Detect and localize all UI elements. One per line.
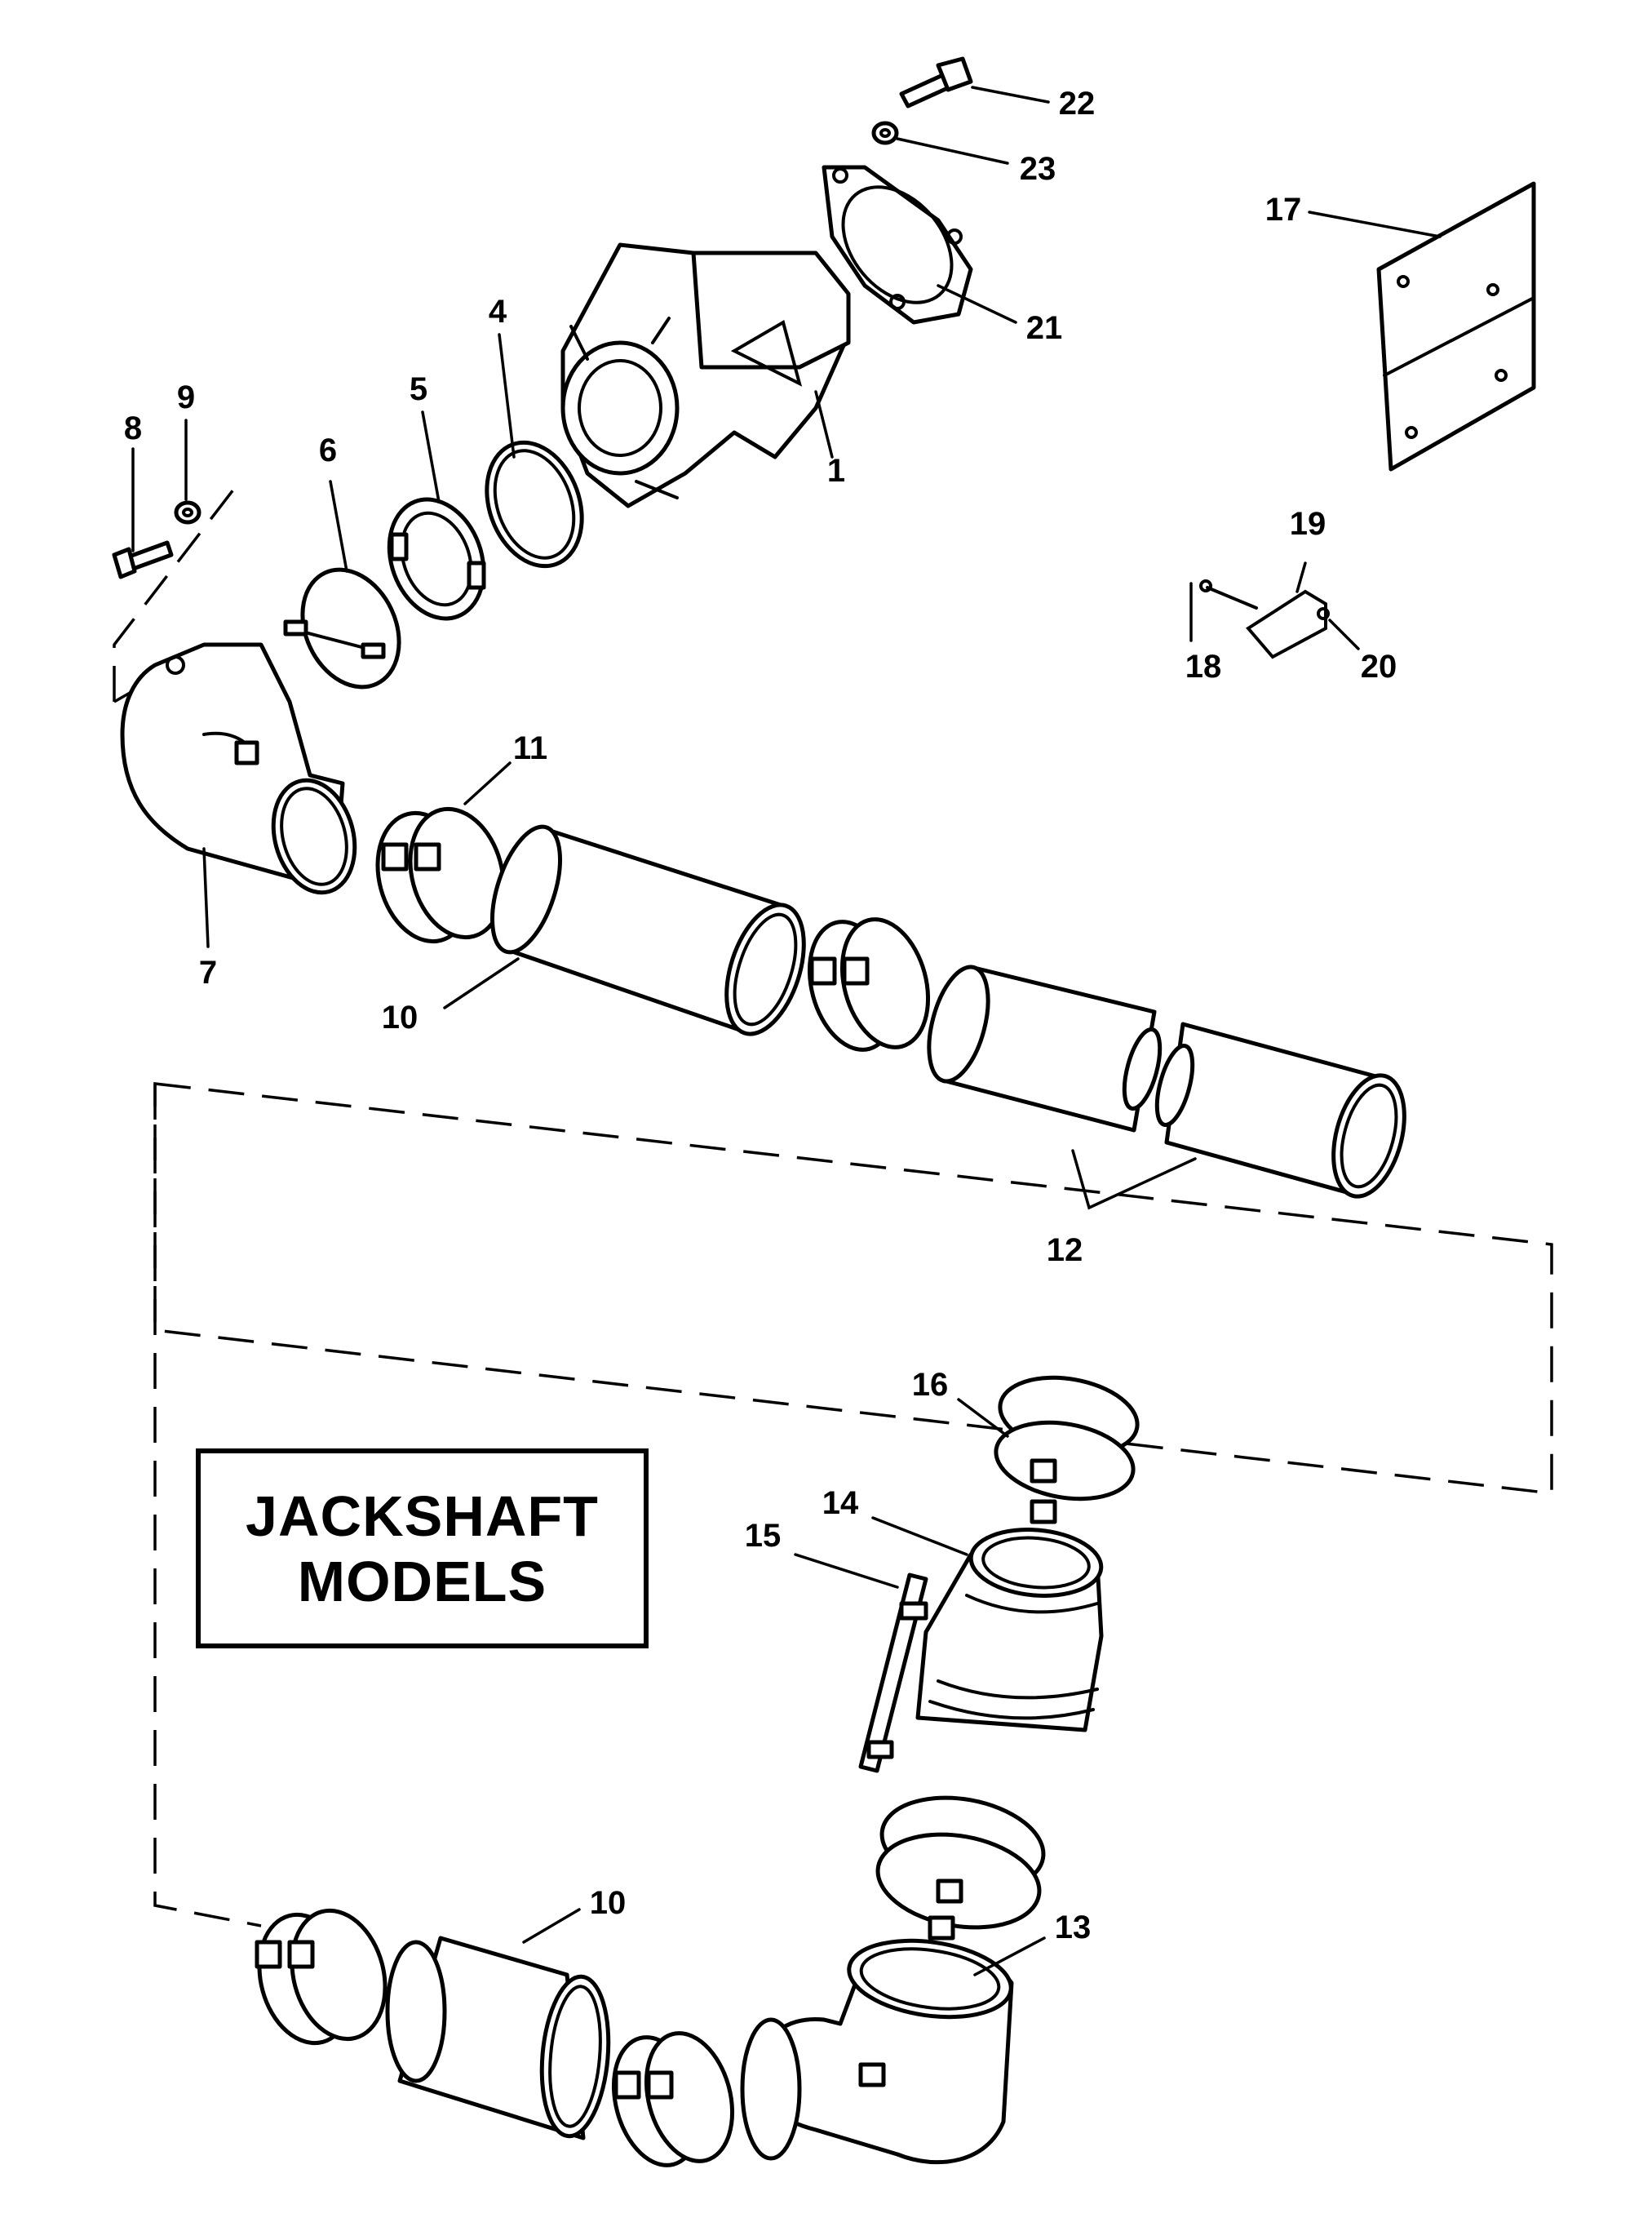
models-label-line1: JACKSHAFT — [246, 1484, 599, 1548]
models-label-line2: MODELS — [297, 1549, 547, 1613]
callout-18: 18 — [1185, 649, 1222, 685]
callout-21: 21 — [1026, 310, 1063, 346]
leader-lines — [131, 86, 1442, 1976]
callout-1: 1 — [827, 453, 845, 489]
exhaust-hose-long-part — [927, 965, 1406, 1199]
callout-15: 15 — [745, 1518, 782, 1554]
callout-13: 13 — [1055, 1910, 1092, 1945]
exhaust-elbow-lower-part — [740, 1938, 1014, 2165]
callout-6: 6 — [319, 432, 337, 468]
callout-23: 23 — [1020, 151, 1056, 187]
hose-clamps-lower-right-part — [611, 2031, 735, 2167]
callout-20: 20 — [1361, 649, 1397, 685]
callout-22: 22 — [1059, 86, 1096, 122]
exhaust-bellows-part — [915, 1528, 1104, 1732]
exhaust-hose-lower-part — [385, 1936, 611, 2140]
hose-clamps-lower-left-part — [255, 1908, 388, 2046]
callout-4: 4 — [489, 294, 507, 330]
jackshaft-dashed-boundary — [153, 1082, 1553, 1927]
elbow-bolt-part — [112, 540, 174, 579]
exhaust-hose-upper-part — [490, 824, 806, 1036]
callout-19: 19 — [1290, 506, 1326, 542]
callout-10-upper: 10 — [382, 1000, 419, 1036]
hose-clamps-middle-part — [807, 917, 931, 1052]
hose-clamps-upper-part — [375, 806, 506, 944]
jackshaft-models-label-box: JACKSHAFT MODELS — [196, 1448, 649, 1648]
callout-8: 8 — [124, 410, 142, 446]
callout-9: 9 — [177, 379, 195, 415]
gasket-washer-part — [871, 121, 899, 145]
callout-16: 16 — [912, 1367, 949, 1403]
elbow-washer-part — [174, 500, 202, 525]
hose-clamps-bellows-upper-part — [994, 1375, 1140, 1524]
callout-7: 7 — [199, 955, 217, 991]
callout-10-lower: 10 — [590, 1885, 627, 1921]
callout-14: 14 — [822, 1485, 859, 1521]
gasket-bolt-part — [899, 56, 973, 109]
callout-11: 11 — [513, 730, 547, 766]
flapper-valve-part — [283, 567, 401, 690]
callout-12: 12 — [1047, 1232, 1083, 1268]
hose-clamps-bellows-lower-part — [875, 1795, 1046, 1941]
housing-gasket-part — [822, 165, 973, 325]
o-ring-part — [485, 440, 584, 569]
exhaust-housing-part — [560, 242, 851, 508]
exhaust-elbow-part — [120, 642, 357, 895]
callout-5: 5 — [410, 371, 427, 407]
callout-labels: 1 4 5 6 7 8 9 10 11 12 13 14 15 16 17 18… — [124, 86, 1397, 1945]
callout-17: 17 — [1265, 192, 1302, 228]
mounting-plate-part — [1376, 181, 1536, 472]
bellows-strap-part — [858, 1572, 928, 1773]
flapper-ring-part — [387, 497, 486, 621]
small-bracket-part — [1199, 579, 1330, 659]
